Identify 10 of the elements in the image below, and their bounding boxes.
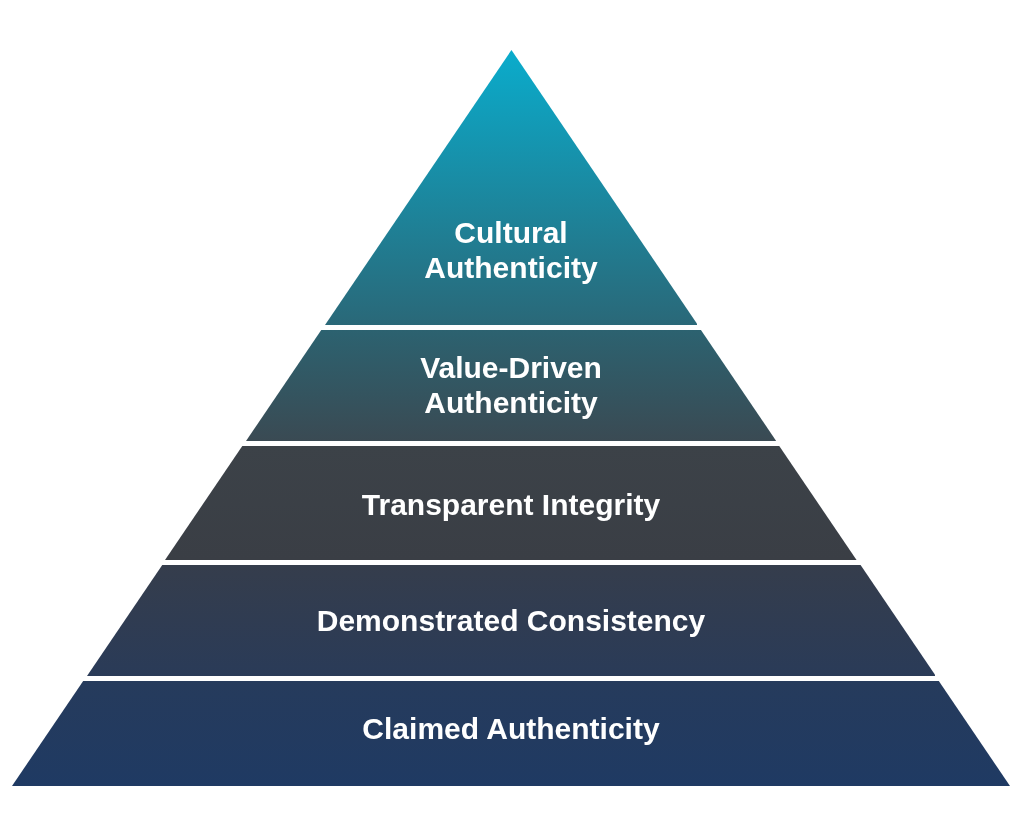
tier-label: Cultural Authenticity: [423, 215, 599, 285]
pyramid-tier: [12, 681, 1010, 786]
tier-label: Transparent Integrity: [360, 486, 662, 522]
pyramid-tier: [245, 330, 777, 441]
pyramid-tier: [165, 446, 857, 560]
pyramid-tier: [86, 565, 936, 676]
pyramid-tier: [324, 50, 698, 325]
tier-label: Claimed Authenticity: [361, 710, 661, 746]
tier-label: Demonstrated Consistency: [315, 602, 707, 638]
tier-label: Value-Driven Authenticity: [419, 350, 603, 420]
